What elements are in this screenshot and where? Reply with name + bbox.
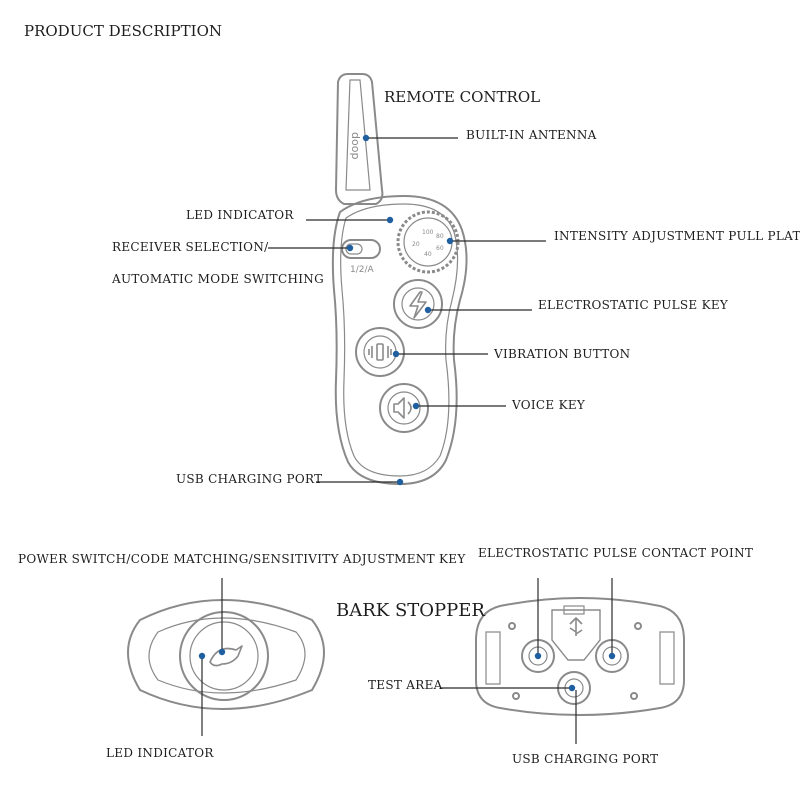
- dot-led-collar: [198, 652, 206, 660]
- label-pulse: ELECTROSTATIC PULSE KEY: [538, 298, 729, 312]
- usb-icon: [569, 617, 583, 636]
- brand-mark: doop: [349, 132, 362, 159]
- label-receiver-2: AUTOMATIC MODE SWITCHING: [112, 272, 324, 286]
- dot-receiver: [346, 244, 354, 252]
- dot-led: [386, 216, 394, 224]
- label-power-key: POWER SWITCH/CODE MATCHING/SENSITIVITY A…: [18, 552, 466, 566]
- remote-title: REMOTE CONTROL: [384, 88, 541, 106]
- label-voice: VOICE KEY: [512, 398, 586, 412]
- bark-stopper-front: [127, 599, 325, 710]
- label-led-collar: LED INDICATOR: [106, 746, 214, 760]
- remote-body: [331, 73, 468, 486]
- dot-voice: [412, 402, 420, 410]
- dial-number-60: 60: [436, 245, 444, 252]
- dot-vibration: [392, 350, 400, 358]
- label-usb-remote: USB CHARGING PORT: [176, 472, 323, 486]
- label-intensity: INTENSITY ADJUSTMENT PULL PLATE: [554, 229, 800, 243]
- dial-number-40: 40: [424, 251, 432, 258]
- label-antenna: BUILT-IN ANTENNA: [466, 128, 597, 142]
- dial-number-100: 100: [422, 229, 434, 236]
- label-vibration: VIBRATION BUTTON: [494, 347, 631, 361]
- mode-switch: [341, 239, 381, 259]
- dot-contact-right: [608, 652, 616, 660]
- label-led: LED INDICATOR: [186, 208, 294, 222]
- dot-intensity: [446, 237, 454, 245]
- label-usb-collar: USB CHARGING PORT: [512, 752, 659, 766]
- pulse-key: [393, 279, 443, 329]
- page-title: PRODUCT DESCRIPTION: [24, 22, 222, 40]
- dot-test: [568, 684, 576, 692]
- lightning-icon: [409, 291, 427, 319]
- dot-contact-left: [534, 652, 542, 660]
- bark-stopper-back: [475, 597, 685, 716]
- dot-power: [218, 648, 226, 656]
- speaker-icon: [393, 397, 412, 419]
- dog-logo-icon: [209, 645, 243, 667]
- dial-number-80: 80: [436, 233, 444, 240]
- label-receiver-1: RECEIVER SELECTION/: [112, 240, 269, 254]
- vibration-icon: [368, 343, 392, 361]
- dot-pulse: [424, 306, 432, 314]
- label-test-area: TEST AREA: [368, 678, 443, 692]
- switch-label: 1/2/A: [350, 265, 375, 275]
- dot-usb-remote: [396, 478, 404, 486]
- bark-stopper-title: BARK STOPPER: [336, 600, 485, 621]
- voice-key: [379, 383, 429, 433]
- dial-number-20: 20: [412, 241, 420, 248]
- dot-antenna: [362, 134, 370, 142]
- label-contact-point: ELECTROSTATIC PULSE CONTACT POINT: [478, 546, 754, 560]
